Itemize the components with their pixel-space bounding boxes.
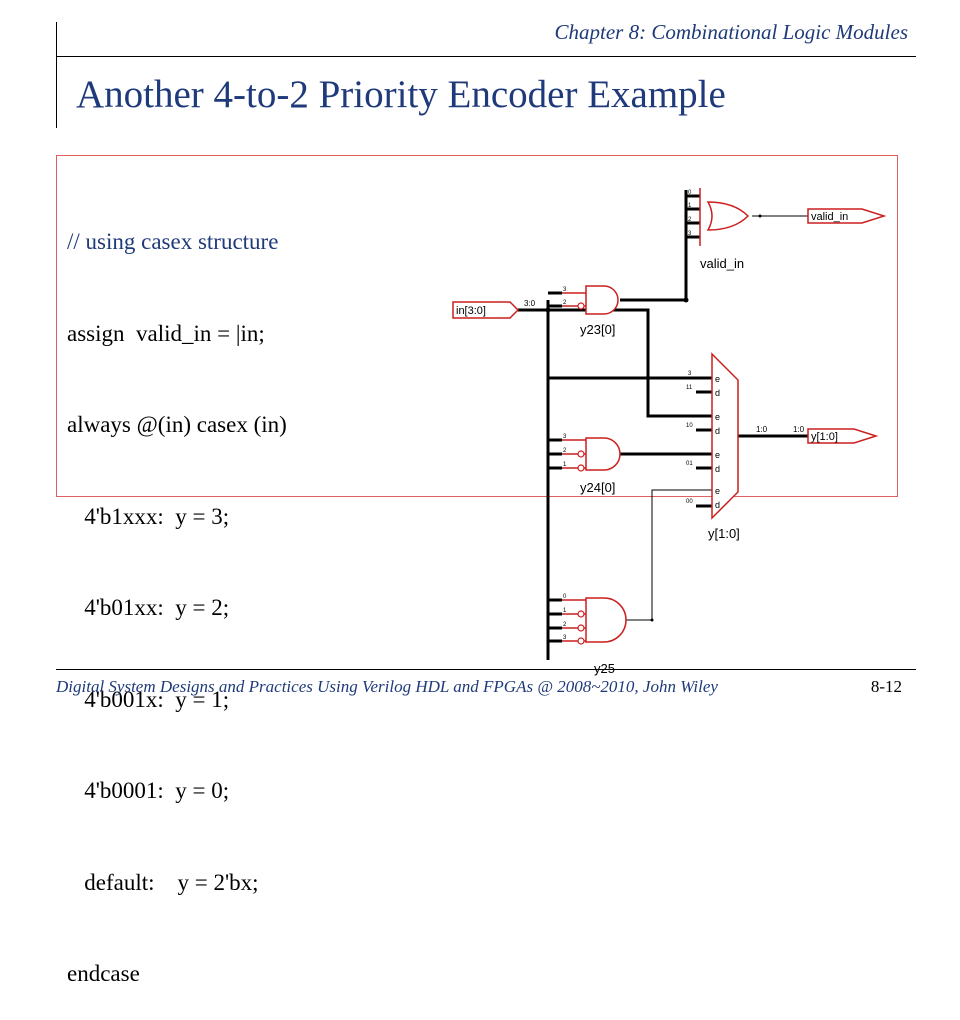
and-gate-y23: [585, 285, 619, 315]
priority-mux: [711, 352, 739, 520]
mux-const-label: 11: [686, 385, 693, 391]
y23-output-wire: [620, 190, 688, 302]
verilog-code: // using casex structure assign valid_in…: [67, 166, 287, 1020]
inversion-bubble: [577, 637, 585, 645]
input-port-in: [452, 301, 520, 319]
code-line: 4'b001x: y = 1;: [67, 686, 230, 712]
bit-label: 0: [563, 594, 567, 600]
input-bus-wire: [515, 308, 712, 418]
code-line: endcase: [67, 961, 140, 986]
mux-const-label: 00: [686, 499, 693, 505]
or-gate-valid: [706, 201, 750, 231]
code-box: [56, 155, 898, 497]
mux-pin-d: d: [715, 426, 720, 436]
input-port-label: in[3:0]: [456, 305, 486, 317]
bit-label: 3: [563, 434, 567, 440]
inversion-bubble: [577, 624, 585, 632]
schematic-diagram: in[3:0] 3:0 valid_in y[1:0] 1:0 1:0 vali…: [452, 188, 887, 676]
bit-label: 2: [563, 300, 567, 306]
code-line: assign valid_in = |in;: [67, 320, 265, 346]
bit-label: 1: [688, 203, 692, 209]
mux-pin-e: e: [715, 412, 720, 422]
bit-label: 1: [563, 462, 567, 468]
chapter-heading: Chapter 8: Combinational Logic Modules: [554, 20, 909, 44]
bit-label: 3: [688, 371, 692, 377]
code-line: 4'b01xx: y = 2;: [67, 595, 230, 620]
and-gate-y24: [585, 437, 621, 471]
mux-pin-e: e: [715, 486, 720, 496]
mux-pin-d: d: [715, 388, 720, 398]
mux-const-label: 10: [686, 423, 693, 429]
bit-label: 3: [563, 635, 567, 641]
bit-label: 2: [563, 448, 567, 454]
bit-label: 1: [563, 608, 567, 614]
y-port-label: y[1:0]: [811, 431, 838, 443]
inversion-bubble: [577, 302, 585, 310]
valid-gate-label: valid_in: [700, 256, 744, 271]
mux-pin-d: d: [715, 464, 720, 474]
code-line: always @(in) casex (in): [67, 412, 287, 437]
y-bus-label-right: 1:0: [793, 425, 805, 434]
valid-port-label: valid_in: [811, 211, 848, 223]
mux-pin-e: e: [715, 450, 720, 460]
bit-label: 3: [688, 231, 692, 237]
code-line: 4'b1xxx: y = 3;: [67, 503, 230, 529]
y-bus-label-left: 1:0: [756, 425, 768, 434]
header-vertical-rule: [56, 22, 57, 128]
code-line: default: y = 2'bx;: [67, 869, 259, 895]
inversion-bubble: [577, 450, 585, 458]
bit-label: 2: [688, 217, 692, 223]
input-bus-label: 3:0: [524, 299, 536, 308]
bit-label: 3: [563, 287, 567, 293]
inversion-bubble: [577, 610, 585, 618]
y23-gate-label: y23[0]: [580, 322, 615, 337]
code-line: // using casex structure: [67, 229, 279, 254]
y25-output-wire: [651, 489, 712, 620]
page-number: 8-12: [870, 677, 902, 696]
slide-title: Another 4-to-2 Priority Encoder Example: [76, 73, 726, 116]
output-port-y: [807, 428, 879, 444]
footer-rule: [56, 669, 916, 670]
output-port-valid: [807, 208, 887, 224]
mux-pin-d: d: [715, 500, 720, 510]
bit-label: 0: [688, 190, 692, 196]
inversion-bubble: [577, 464, 585, 472]
mux-pin-e: e: [715, 374, 720, 384]
bit-label: 2: [563, 622, 567, 628]
header-rule: [56, 56, 916, 57]
y25-gate-label: y25: [594, 661, 615, 676]
footer-text: Digital System Designs and Practices Usi…: [56, 677, 718, 696]
and-gate-y25: [585, 597, 627, 643]
mux-const-label: 01: [686, 461, 693, 467]
code-line: 4'b0001: y = 0;: [67, 778, 230, 803]
y24-gate-label: y24[0]: [580, 480, 615, 495]
mux-label: y[1:0]: [708, 526, 740, 541]
